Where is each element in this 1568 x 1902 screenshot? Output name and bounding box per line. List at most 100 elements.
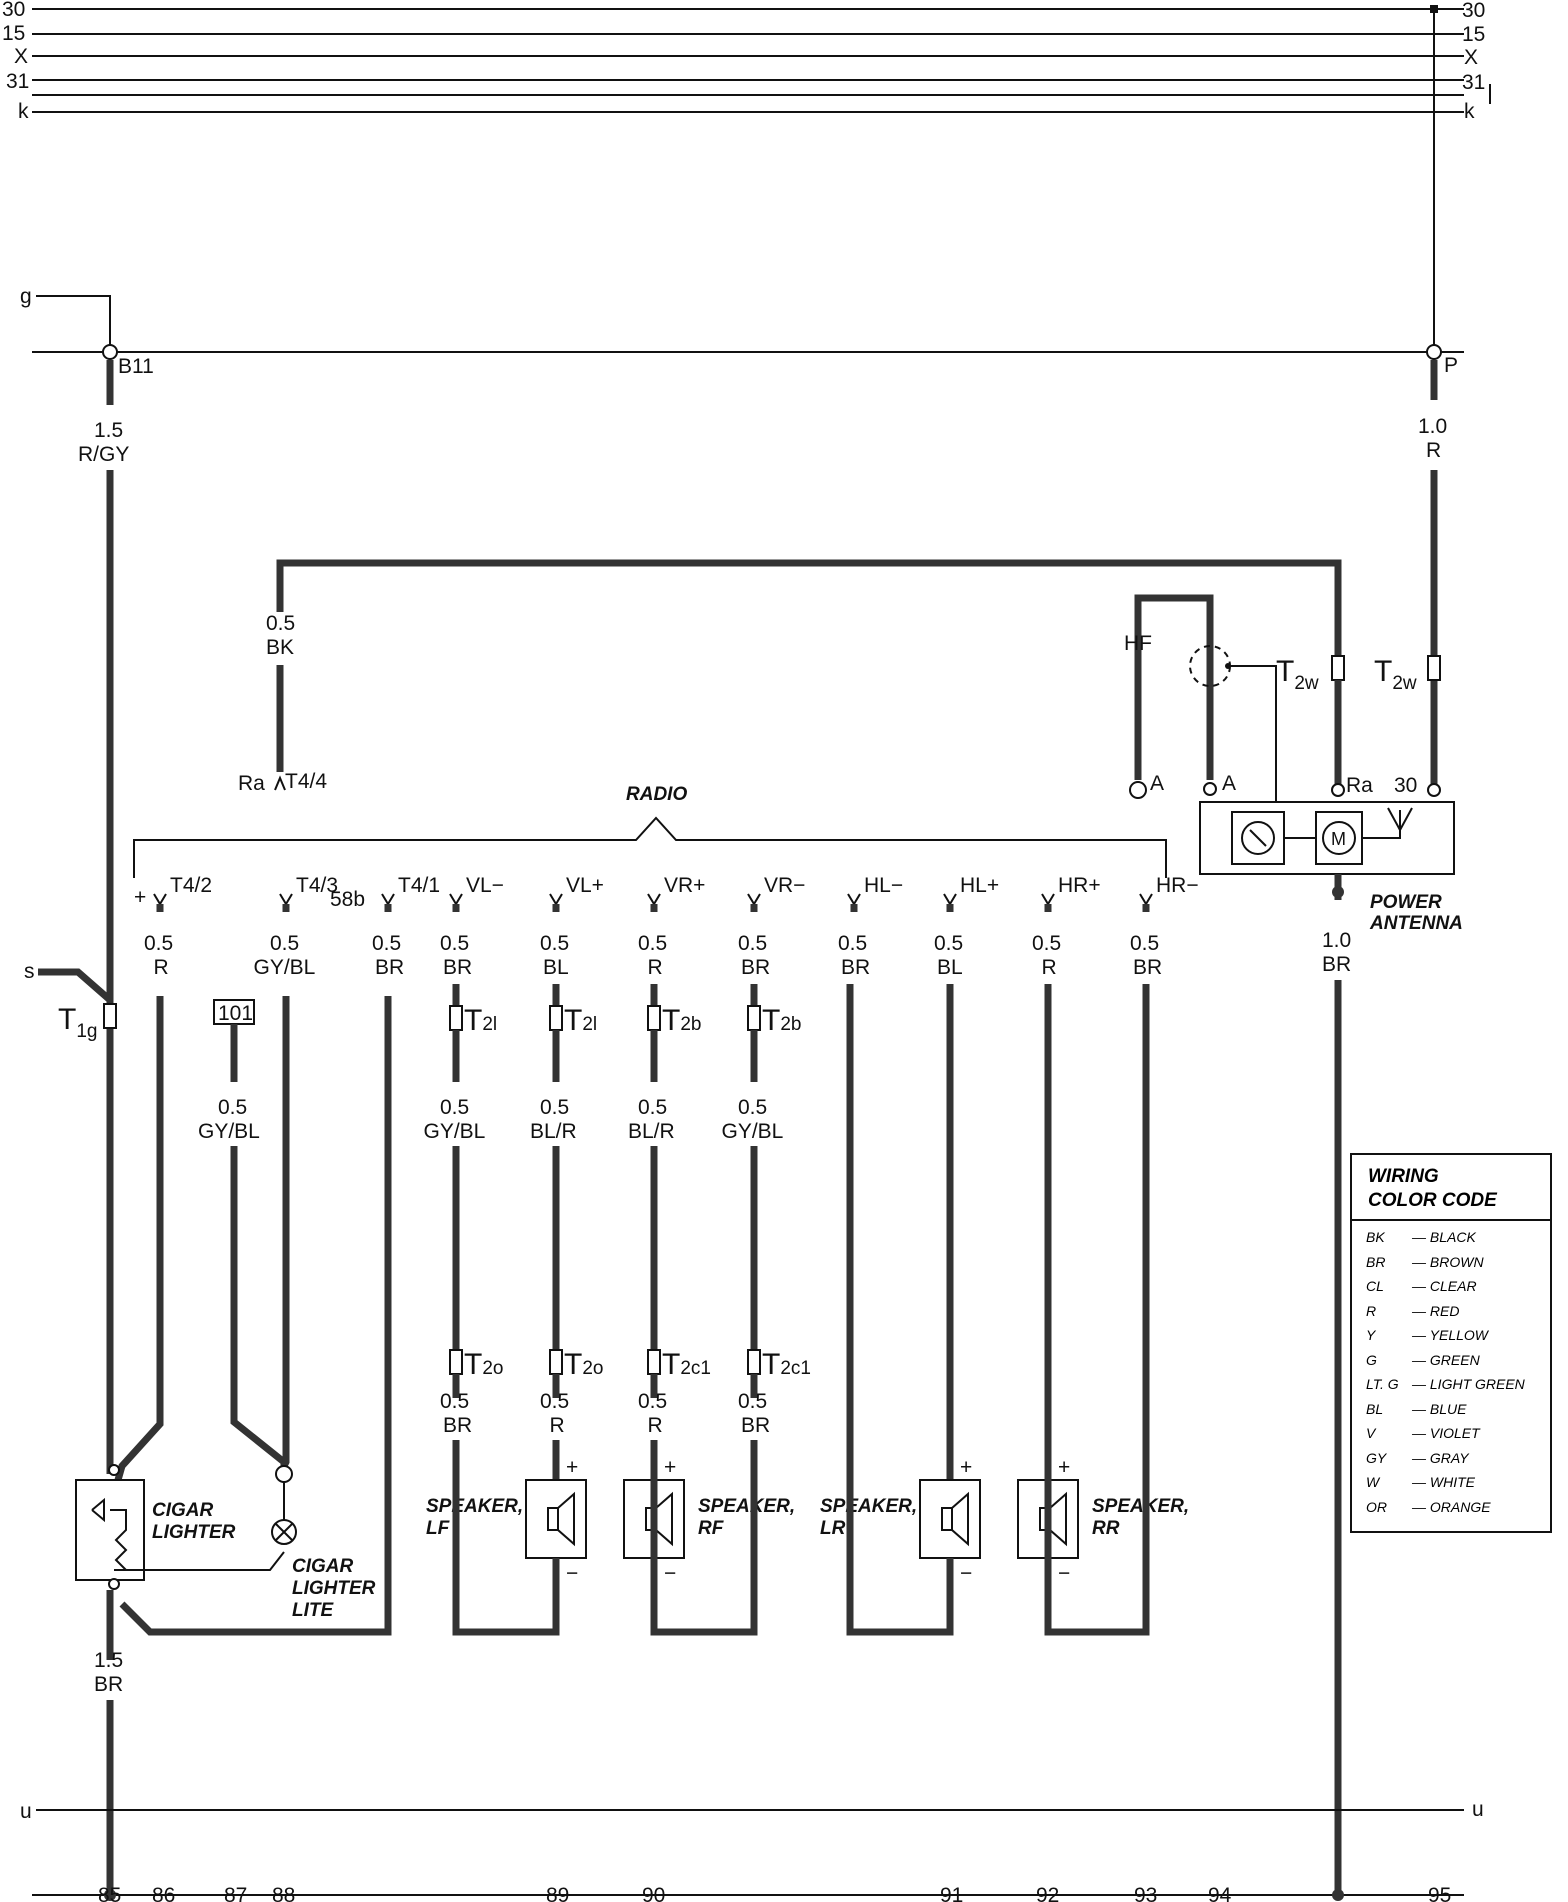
rail-k-right: k [1464, 100, 1475, 123]
cigar-lighter-label-1: CIGAR [152, 1500, 214, 1521]
connector-t2w-left: T2w [1276, 655, 1319, 694]
antenna-motor-label: M [1331, 829, 1346, 849]
legend-color-name: — GREEN [1412, 1351, 1480, 1368]
connector-t2l: T2l [464, 1004, 497, 1037]
pin-fork [381, 893, 395, 906]
connector-housing [449, 1349, 463, 1375]
wire-color: BL/R [530, 1120, 577, 1143]
legend-row: W— WHITE [1352, 1470, 1550, 1495]
legend-code: BK [1366, 1229, 1385, 1245]
speaker-magnet [941, 1507, 953, 1531]
wire-gauge: 0.5 [738, 1390, 767, 1413]
wire-color: BR [741, 1414, 770, 1437]
legend-color-name: — LIGHT GREEN [1412, 1376, 1525, 1392]
legend-row: BK— BLACK [1352, 1225, 1550, 1250]
wire-color: GY/BL [722, 1120, 784, 1143]
antenna-hf-label: HF [1124, 632, 1152, 655]
speaker-magnet [547, 1507, 559, 1531]
rail-x-left: X [14, 45, 28, 68]
terminal-p: P [1444, 354, 1458, 377]
radio-block: RADIO + 58b [133, 784, 1167, 911]
terminal-b11: B11 [118, 355, 154, 378]
main-right-wire: 1.0 R T2w 30 [1374, 360, 1447, 797]
wire-gauge: 0.5 [1032, 932, 1061, 955]
rail-15-right: 15 [1462, 23, 1485, 46]
speaker_rf-label: RF [698, 1518, 725, 1539]
wire-gauge: 0.5 [144, 932, 173, 955]
legend-row: Y— YELLOW [1352, 1323, 1550, 1348]
legend-code: W [1366, 1474, 1380, 1490]
connector-t1g: T1g [58, 1003, 97, 1042]
power-antenna-label-2: ANTENNA [1369, 913, 1463, 934]
speaker_lf-label: SPEAKER, [426, 1496, 523, 1517]
speaker_lf-label: LF [426, 1518, 451, 1539]
radio-pins: T4/20.5RT4/30.5GY/BLT4/10.5BRVL−0.5BRVL+… [144, 874, 1199, 979]
speaker-minus: − [664, 1562, 676, 1585]
speaker-plus: + [566, 1456, 578, 1479]
rail-g-label: g [20, 285, 32, 308]
wire-color: GY/BL [254, 956, 316, 979]
legend-color-name: — YELLOW [1412, 1327, 1488, 1343]
pin-fork [1139, 893, 1153, 906]
connector-housing [747, 1349, 761, 1375]
connector-housing [747, 1005, 761, 1031]
speaker-minus: − [960, 1562, 972, 1585]
wire-color: R [648, 956, 663, 979]
connector-housing [449, 1005, 463, 1031]
wire-gauge: 0.5 [1130, 932, 1159, 955]
pin-fork [747, 893, 761, 906]
wire-gauge: 0.5 [218, 1096, 247, 1119]
column-number: 94 [1208, 1884, 1232, 1902]
column-number: 95 [1428, 1884, 1451, 1902]
speaker-plus: + [1058, 1456, 1070, 1479]
legend-row: G — GREEN [1352, 1348, 1550, 1373]
cigar-lighter-label-2: LIGHTER [152, 1522, 236, 1543]
legend-color-name: — ORANGE [1412, 1498, 1491, 1515]
wire-gauge: 0.5 [738, 1096, 767, 1119]
wire-color: BR [94, 1673, 123, 1696]
antenna-a1-label: A [1150, 772, 1164, 795]
pin-fork [279, 893, 293, 906]
wire-gauge: 1.0 [1322, 929, 1351, 952]
pin-fork [549, 893, 563, 906]
radio-pin-label: T4/2 [170, 874, 212, 897]
legend-code: G [1366, 1351, 1377, 1368]
connector-housing [647, 1349, 661, 1375]
rail-k-left: k [18, 100, 29, 123]
wire-color: R [550, 1414, 565, 1437]
connector-t2o: T2o [464, 1348, 503, 1381]
wire-color: BL [937, 956, 963, 979]
wire-color: BR [443, 1414, 472, 1437]
main-left-wire: 1.5 R/GY s T1g [24, 360, 129, 1474]
legend-color-name: — GRAY [1412, 1449, 1469, 1466]
wire-color: R [648, 1414, 663, 1437]
radio-label: RADIO [626, 784, 687, 805]
wire-gauge: 0.5 [838, 932, 867, 955]
speaker-plus: + [960, 1456, 972, 1479]
column-number: 89 [546, 1884, 569, 1902]
rail-u-left: u [20, 1800, 32, 1823]
connector-housing [647, 1005, 661, 1031]
wire-gauge: 1.0 [1418, 415, 1447, 438]
rail-15-left: 15 [2, 22, 25, 45]
wire-color: BR [375, 956, 404, 979]
radio-pin-label: HR+ [1058, 874, 1101, 897]
antenna-a2-label: A [1222, 772, 1236, 795]
wire-gauge: 0.5 [638, 1390, 667, 1413]
radio-pin-label: HL− [864, 874, 903, 897]
legend-color-name: — VIOLET [1412, 1425, 1480, 1441]
legend-code: V [1366, 1425, 1376, 1441]
wire-color: BR [841, 956, 870, 979]
connector-t2b: T2b [662, 1004, 701, 1037]
legend-title-line-1: WIRING [1368, 1166, 1439, 1187]
legend-color-name: — CLEAR [1412, 1278, 1477, 1294]
column-number: 86 [152, 1884, 175, 1902]
cigar-lite-label-3: LITE [292, 1600, 334, 1621]
wire-color: BK [266, 636, 294, 659]
lite-feed: 101 0.5 GY/BL [198, 996, 290, 1468]
rail-30-right: 30 [1462, 0, 1485, 22]
legend-row: R— RED [1352, 1299, 1550, 1324]
radio-pin-label: VR+ [664, 874, 705, 897]
radio-pin-label: HR− [1156, 874, 1199, 897]
